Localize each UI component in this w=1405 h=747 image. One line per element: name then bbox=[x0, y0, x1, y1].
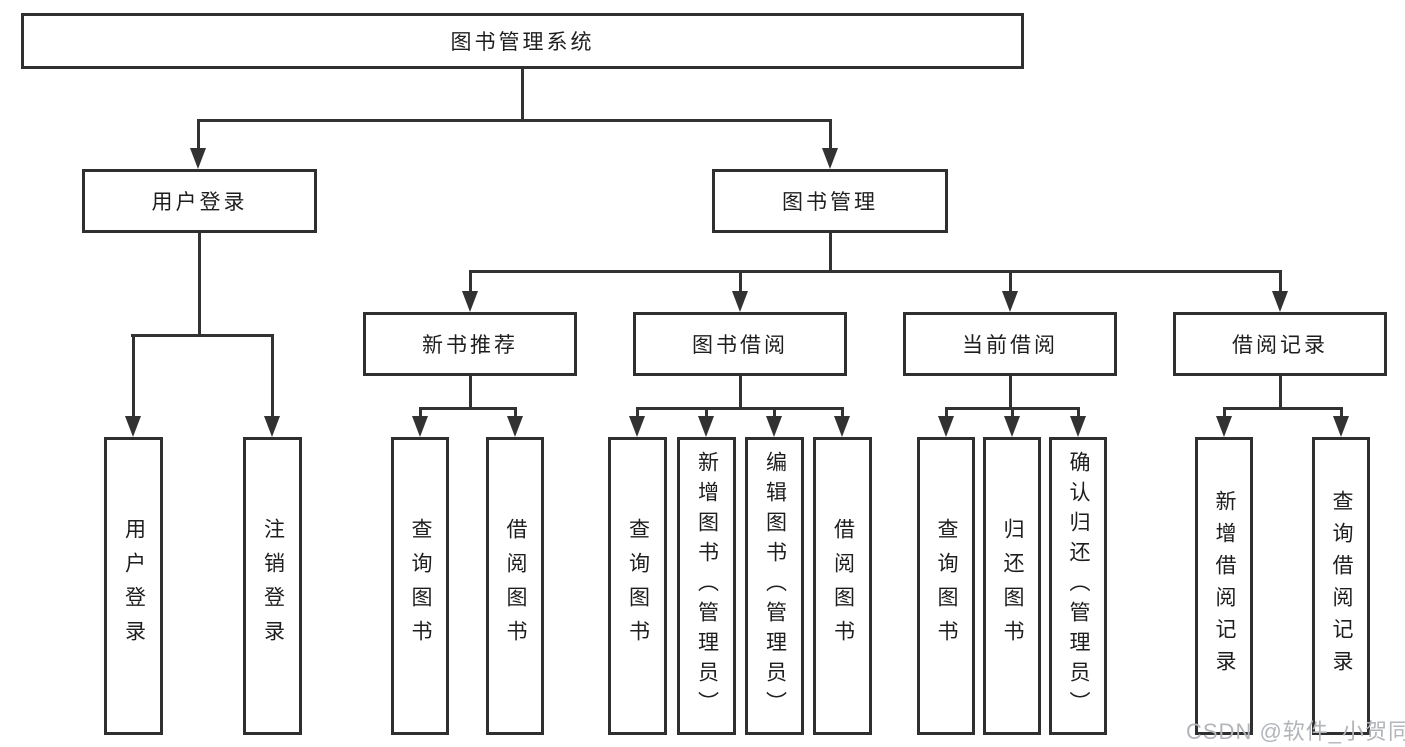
node-label: 归还图书 bbox=[1001, 518, 1024, 654]
connector-line bbox=[1223, 407, 1342, 410]
leaf-user-login: 用户登录 bbox=[104, 437, 163, 735]
node-label: 借阅图书 bbox=[831, 518, 855, 654]
arrowhead-icon bbox=[629, 416, 645, 437]
connector-line bbox=[841, 407, 844, 417]
node-label: 图书借阅 bbox=[692, 334, 788, 357]
arrowhead-icon bbox=[766, 416, 782, 437]
node-root: 图书管理系统 bbox=[21, 13, 1024, 69]
arrowhead-icon bbox=[190, 148, 206, 169]
connector-line bbox=[636, 407, 639, 417]
arrowhead-icon bbox=[1272, 291, 1288, 312]
node-label: 查询借阅记录 bbox=[1330, 490, 1353, 682]
node-new-book-recommend: 新书推荐 bbox=[363, 312, 577, 376]
connector-line bbox=[945, 407, 948, 417]
connector-line bbox=[469, 270, 1281, 273]
arrowhead-icon bbox=[822, 148, 838, 169]
leaf-add-book-admin: 新增图书（管理员） bbox=[677, 437, 736, 735]
leaf-return-book: 归还图书 bbox=[983, 437, 1041, 735]
node-label: 新书推荐 bbox=[422, 334, 518, 357]
watermark-text: CSDN @软件_小贺同学 bbox=[1186, 719, 1405, 744]
connector-line bbox=[739, 376, 742, 409]
arrowhead-icon bbox=[698, 416, 714, 437]
leaf-query-book-1: 查询图书 bbox=[391, 437, 449, 735]
node-label: 借阅图书 bbox=[504, 518, 527, 654]
node-label: 图书管理 bbox=[782, 191, 878, 214]
node-label: 新增借阅记录 bbox=[1213, 490, 1236, 682]
connector-line bbox=[198, 233, 201, 335]
connector-line bbox=[1011, 407, 1014, 417]
leaf-query-book-3: 查询图书 bbox=[917, 437, 975, 735]
connector-line bbox=[829, 119, 832, 149]
connector-line bbox=[636, 407, 844, 410]
connector-line bbox=[1077, 407, 1080, 417]
node-book-borrow: 图书借阅 bbox=[633, 312, 847, 376]
node-label: 编辑图书（管理员） bbox=[763, 451, 787, 721]
arrowhead-icon bbox=[1070, 416, 1086, 437]
connector-line bbox=[1279, 270, 1282, 292]
connector-line bbox=[1009, 270, 1012, 292]
node-label: 借阅记录 bbox=[1232, 334, 1328, 357]
connector-line bbox=[829, 233, 832, 271]
connector-line bbox=[419, 407, 422, 417]
connector-line bbox=[469, 376, 472, 409]
arrowhead-icon bbox=[834, 416, 850, 437]
connector-line bbox=[1009, 376, 1012, 409]
connector-line bbox=[197, 119, 831, 122]
connector-line bbox=[773, 407, 776, 417]
connector-line bbox=[739, 270, 742, 292]
leaf-borrow-book-1: 借阅图书 bbox=[486, 437, 544, 735]
node-current-borrow: 当前借阅 bbox=[903, 312, 1117, 376]
connector-line bbox=[521, 69, 524, 120]
node-label: 图书管理系统 bbox=[450, 31, 595, 54]
arrowhead-icon bbox=[938, 416, 954, 437]
arrowhead-icon bbox=[1002, 291, 1018, 312]
connector-line bbox=[131, 334, 273, 337]
node-label: 新增图书（管理员） bbox=[695, 451, 719, 721]
leaf-confirm-return-admin: 确认归还（管理员） bbox=[1049, 437, 1107, 735]
connector-line bbox=[514, 407, 517, 417]
leaf-query-book-2: 查询图书 bbox=[608, 437, 667, 735]
connector-line bbox=[132, 334, 135, 416]
node-user-login: 用户登录 bbox=[82, 169, 317, 233]
leaf-edit-book-admin: 编辑图书（管理员） bbox=[745, 437, 804, 735]
leaf-logout: 注销登录 bbox=[243, 437, 302, 735]
arrowhead-icon bbox=[412, 416, 428, 437]
arrowhead-icon bbox=[1004, 416, 1020, 437]
arrowhead-icon bbox=[264, 416, 280, 437]
connector-line bbox=[197, 119, 200, 149]
node-label: 确认归还（管理员） bbox=[1067, 451, 1090, 721]
connector-line bbox=[1340, 407, 1343, 417]
node-label: 查询图书 bbox=[935, 518, 958, 654]
node-label: 查询图书 bbox=[626, 518, 650, 654]
arrowhead-icon bbox=[732, 291, 748, 312]
arrowhead-icon bbox=[1216, 416, 1232, 437]
leaf-borrow-book-2: 借阅图书 bbox=[813, 437, 872, 735]
node-borrow-record: 借阅记录 bbox=[1173, 312, 1387, 376]
leaf-add-borrow-record: 新增借阅记录 bbox=[1195, 437, 1253, 735]
arrowhead-icon bbox=[462, 291, 478, 312]
node-label: 用户登录 bbox=[122, 518, 146, 654]
arrowhead-icon bbox=[1333, 416, 1349, 437]
connector-line bbox=[419, 407, 517, 410]
node-label: 查询图书 bbox=[409, 518, 432, 654]
node-label: 当前借阅 bbox=[962, 334, 1058, 357]
connector-line bbox=[1279, 376, 1282, 409]
connector-line bbox=[469, 270, 472, 292]
node-label: 用户登录 bbox=[151, 191, 248, 214]
connector-line bbox=[271, 334, 274, 416]
leaf-query-borrow-record: 查询借阅记录 bbox=[1312, 437, 1370, 735]
arrowhead-icon bbox=[125, 416, 141, 437]
node-book-management: 图书管理 bbox=[712, 169, 948, 233]
connector-line bbox=[1223, 407, 1226, 417]
arrowhead-icon bbox=[507, 416, 523, 437]
node-label: 注销登录 bbox=[261, 518, 285, 654]
connector-line bbox=[705, 407, 708, 417]
